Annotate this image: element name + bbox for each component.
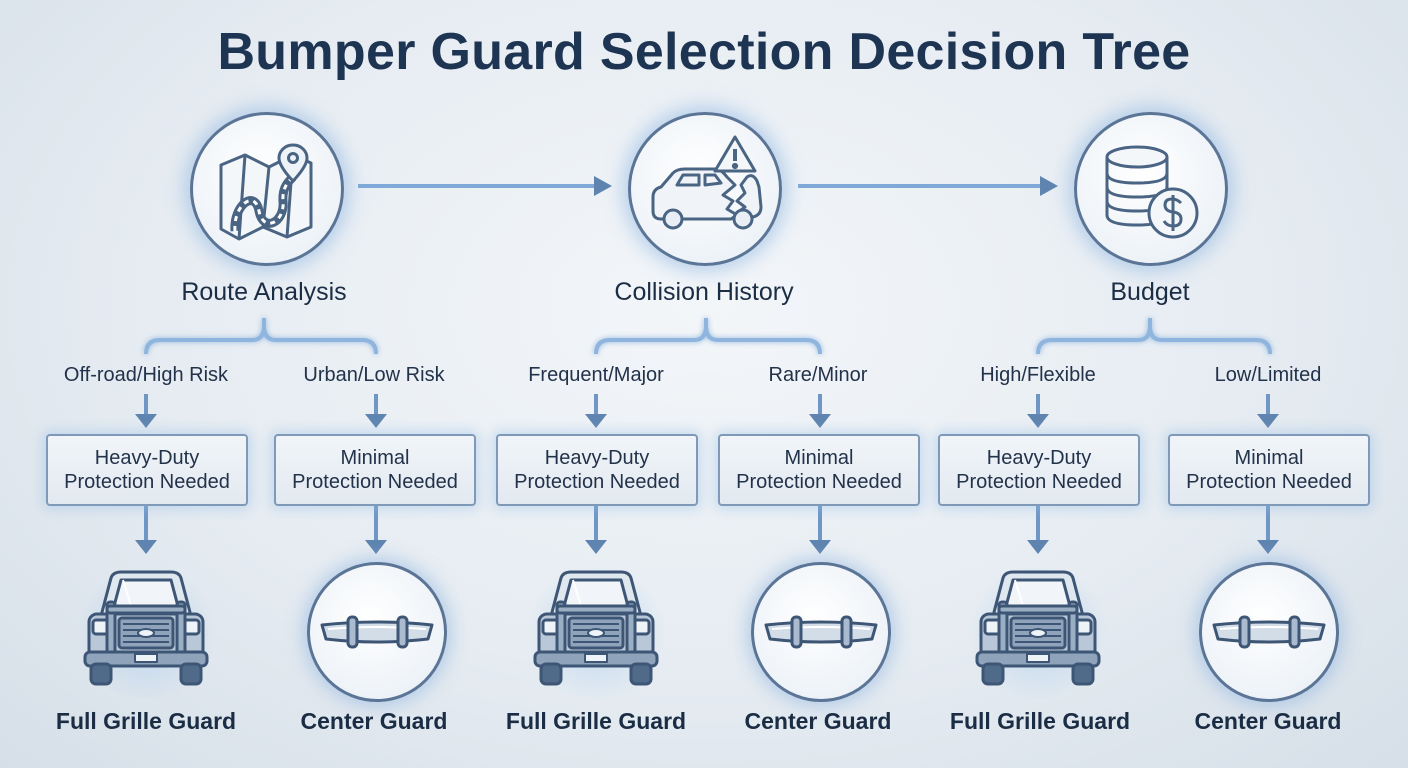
arrow-to-result-2 (585, 506, 607, 554)
page-title: Bumper Guard Selection Decision Tree (217, 23, 1191, 81)
need-box-urban: Minimal Protection Needed (274, 434, 476, 506)
arrow-to-result-5 (1257, 506, 1279, 554)
arrow-to-result-1 (365, 506, 387, 554)
condition-high: High/Flexible (980, 364, 1096, 386)
need-line1: Heavy-Duty (544, 447, 650, 469)
arrow-to-need-1 (365, 394, 387, 428)
arrow-to-result-3 (809, 506, 831, 554)
car-collision-warning-icon (651, 135, 763, 230)
result-label-urban: Center Guard (300, 708, 448, 734)
result-label-high: Full Grille Guard (949, 708, 1131, 734)
need-line1: Heavy-Duty (986, 447, 1092, 469)
condition-offroad: Off-road/High Risk (63, 364, 229, 386)
factor-circle-route (190, 112, 344, 266)
factor-circle-collision (628, 112, 782, 266)
down-arrows (135, 394, 1279, 554)
result-label-offroad: Full Grille Guard (55, 708, 237, 734)
arrow-to-need-2 (585, 394, 607, 428)
need-line2: Protection Needed (514, 471, 680, 493)
arrow-to-need-0 (135, 394, 157, 428)
bracket-budget (1036, 318, 1272, 355)
need-line1: Minimal (784, 447, 854, 469)
bracket-collision (594, 318, 822, 355)
coins-dollar-icon (1105, 145, 1199, 239)
need-box-rare: Minimal Protection Needed (718, 434, 920, 506)
condition-frequent: Frequent/Major (528, 364, 664, 386)
factor-label-collision: Collision History (614, 278, 794, 306)
full-grille-guard-truck-icon (963, 558, 1113, 688)
condition-urban: Urban/Low Risk (303, 364, 445, 386)
result-label-low: Center Guard (1194, 708, 1342, 734)
need-box-offroad: Heavy-Duty Protection Needed (46, 434, 248, 506)
arrow-to-need-5 (1257, 394, 1279, 428)
condition-rare: Rare/Minor (768, 364, 868, 386)
need-line1: Minimal (340, 447, 410, 469)
need-line1: Heavy-Duty (94, 447, 200, 469)
arrow-to-need-4 (1027, 394, 1049, 428)
need-box-low: Minimal Protection Needed (1168, 434, 1370, 506)
need-line2: Protection Needed (736, 471, 902, 493)
need-line1: Minimal (1234, 447, 1304, 469)
map-route-icon (219, 143, 313, 241)
need-box-high: Heavy-Duty Protection Needed (938, 434, 1140, 506)
need-line2: Protection Needed (1186, 471, 1352, 493)
center-guard-icon (307, 562, 447, 702)
flow-arrow-2 (793, 176, 1058, 196)
factor-circle-budget (1074, 112, 1228, 266)
factor-label-route: Route Analysis (181, 278, 347, 306)
arrow-to-need-3 (809, 394, 831, 428)
arrow-to-result-4 (1027, 506, 1049, 554)
factor-label-budget: Budget (1110, 278, 1190, 306)
result-label-rare: Center Guard (744, 708, 892, 734)
need-box-frequent: Heavy-Duty Protection Needed (496, 434, 698, 506)
full-grille-guard-truck-icon (521, 558, 671, 688)
bracket-route (144, 318, 378, 355)
center-guard-icon (751, 562, 891, 702)
need-line2: Protection Needed (64, 471, 230, 493)
arrow-to-result-0 (135, 506, 157, 554)
center-guard-icon (1199, 562, 1339, 702)
need-line2: Protection Needed (292, 471, 458, 493)
condition-low: Low/Limited (1214, 364, 1322, 386)
result-label-frequent: Full Grille Guard (505, 708, 687, 734)
need-line2: Protection Needed (956, 471, 1122, 493)
full-grille-guard-truck-icon (71, 558, 221, 688)
flow-arrow-1 (353, 176, 612, 196)
